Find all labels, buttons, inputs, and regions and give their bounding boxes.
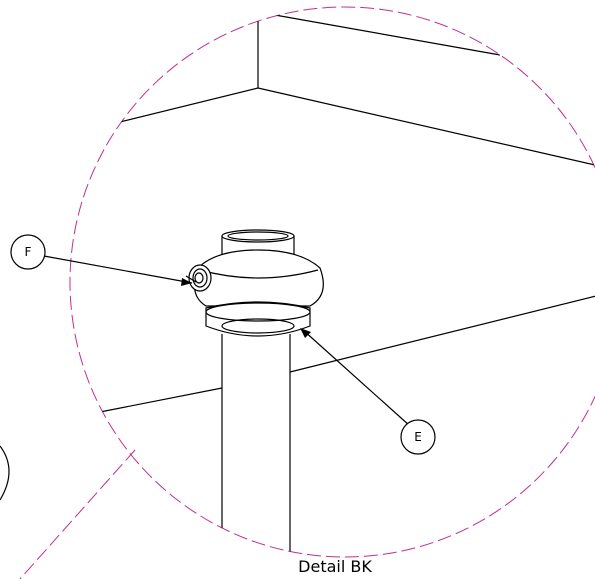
upper-edge-line-4 xyxy=(257,87,595,166)
top-stub-inner xyxy=(227,231,289,241)
callout-e: E xyxy=(300,328,436,455)
upper-edge-line-3 xyxy=(111,87,259,125)
flange-top-ellipse xyxy=(205,302,311,322)
callout-e-bubble xyxy=(400,419,436,455)
callout-f-bubble xyxy=(10,234,46,270)
parent-view-arc-fragment xyxy=(0,445,10,501)
callout-f-leader xyxy=(43,255,193,284)
callout-f: F xyxy=(10,234,193,286)
detail-caption: Detail BK xyxy=(298,557,372,576)
callout-e-label: E xyxy=(414,430,422,444)
flange-inner-ellipse xyxy=(221,318,295,334)
collar-top-curve xyxy=(199,269,319,279)
detail-leader-line xyxy=(19,449,136,579)
set-screw-slot xyxy=(185,275,197,283)
detail-linework xyxy=(99,11,595,557)
upper-edge-line-2 xyxy=(257,11,501,56)
callout-e-arrowhead xyxy=(300,328,311,338)
set-screw-mid xyxy=(192,268,208,288)
callout-f-arrowhead xyxy=(181,278,192,286)
callout-f-label: F xyxy=(25,245,32,259)
callout-e-leader xyxy=(302,329,411,427)
floor-line-right xyxy=(289,294,595,373)
floor-line-left xyxy=(99,387,223,413)
detail-boundary-circle xyxy=(69,6,595,558)
set-screw-inner xyxy=(194,272,204,284)
